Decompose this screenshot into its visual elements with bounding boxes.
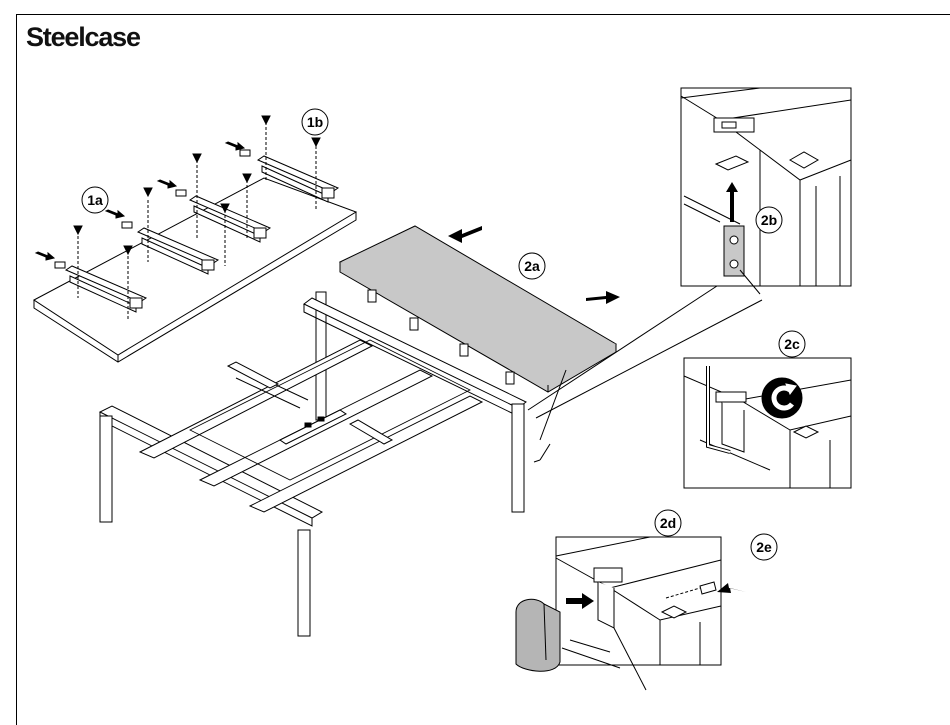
step2-panel [340,226,620,392]
callout-2b: 2b [756,212,782,228]
detail-2c [684,358,851,488]
callout-1a: 1a [82,192,108,208]
callout-2d: 2d [655,515,681,531]
detail-2d [556,537,721,690]
step1-desktop [34,116,356,362]
callout-2a: 2a [519,258,545,274]
callout-1b: 1b [302,114,328,130]
push-arrow-icon [586,291,620,304]
push-arrow-icon [448,226,482,243]
detail-2b [681,88,851,294]
callout-2c: 2c [779,336,805,352]
callout-2e: 2e [751,539,777,555]
